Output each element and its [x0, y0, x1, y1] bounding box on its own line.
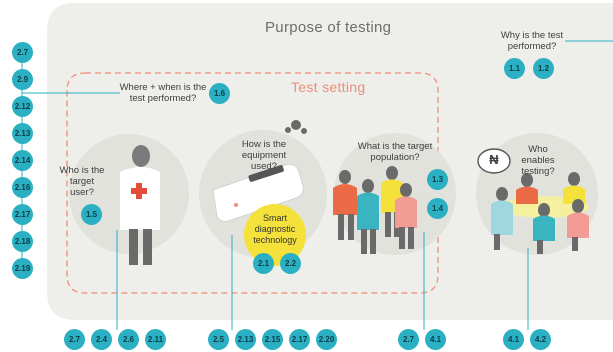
bottom-badge-equipment: 2.5 — [208, 329, 229, 350]
bottom-badge-equipment: 2.17 — [289, 329, 310, 350]
left-badge: 2.13 — [12, 123, 33, 144]
health-worker-illustration — [120, 145, 160, 265]
purpose-panel — [47, 3, 613, 320]
bottom-badge-equipment: 2.20 — [316, 329, 337, 350]
badge-equipment-1: 2.1 — [253, 253, 274, 274]
badge-population-2: 1.4 — [427, 198, 448, 219]
left-badge: 2.9 — [12, 69, 33, 90]
left-badge: 2.14 — [12, 150, 33, 171]
test-setting-boundary — [66, 72, 439, 294]
smart-tech-label: Smart diagnostic technology — [253, 213, 297, 245]
bottom-badge-user: 2.6 — [118, 329, 139, 350]
badge-where: 1.6 — [209, 83, 230, 104]
left-badge: 2.19 — [12, 258, 33, 279]
purpose-title: Purpose of testing — [265, 19, 392, 36]
why-question: Why is the test performed? — [500, 30, 564, 52]
equipment-question: How is the equipment used? — [241, 139, 287, 172]
badge-population-1: 1.3 — [427, 169, 448, 190]
bottom-badge-population: 2.7 — [398, 329, 419, 350]
left-badge: 2.12 — [12, 96, 33, 117]
naira-icon: ₦ — [489, 152, 499, 167]
where-question: Where + when is the test performed? — [119, 82, 207, 104]
left-badge: 2.18 — [12, 231, 33, 252]
test-setting-title: Test setting — [291, 79, 366, 95]
target-user-question: Who is the target user? — [59, 165, 105, 198]
population-illustration — [333, 166, 417, 254]
bottom-badge-enables: 4.2 — [530, 329, 551, 350]
badge-target-user: 1.5 — [81, 204, 102, 225]
badge-equipment-2: 2.2 — [280, 253, 301, 274]
smart-tech-circle — [244, 204, 306, 266]
bottom-badge-user: 2.11 — [145, 329, 166, 350]
left-badge: 2.7 — [12, 42, 33, 63]
community-illustration — [477, 148, 589, 254]
badge-why-1: 1.1 — [504, 58, 525, 79]
device-illustration — [212, 120, 307, 222]
bottom-badge-equipment: 2.13 — [235, 329, 256, 350]
left-badge: 2.17 — [12, 204, 33, 225]
bottom-badge-population: 4.1 — [425, 329, 446, 350]
enables-question: Who enables testing? — [521, 144, 555, 177]
left-badge: 2.16 — [12, 177, 33, 198]
bottom-badge-user: 2.4 — [91, 329, 112, 350]
bottom-badge-equipment: 2.15 — [262, 329, 283, 350]
badge-why-2: 1.2 — [533, 58, 554, 79]
population-question: What is the target population? — [357, 141, 433, 163]
bottom-badge-enables: 4.1 — [503, 329, 524, 350]
bottom-badge-user: 2.7 — [64, 329, 85, 350]
